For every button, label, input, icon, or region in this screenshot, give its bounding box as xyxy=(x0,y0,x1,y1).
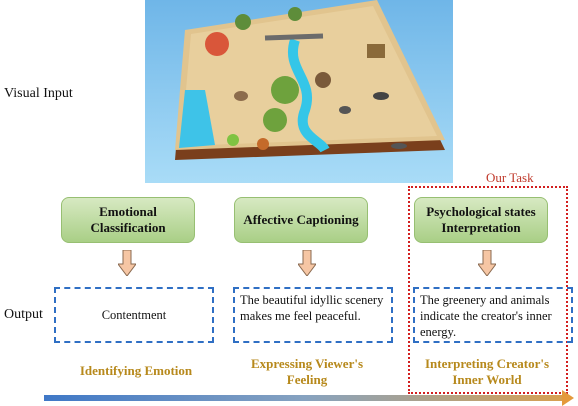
caption-identifying-emotion: Identifying Emotion xyxy=(79,363,193,378)
task-box-affective-captioning: Affective Captioning xyxy=(234,197,368,243)
our-task-label: Our Task xyxy=(486,170,534,185)
output-text: The greenery and animals indicate the cr… xyxy=(420,293,552,339)
progression-arrow-head-icon xyxy=(562,390,574,406)
down-arrow-icon xyxy=(478,250,496,276)
task-box-emotional-classification: Emotional Classification xyxy=(61,197,195,243)
visual-input-label: Visual Input xyxy=(4,86,73,101)
caption-interpreting-creators-inner-world: Interpreting Creator's Inner World xyxy=(424,356,550,387)
caption-expressing-viewers-feeling: Expressing Viewer's Feeling xyxy=(250,356,364,387)
our-task-frame xyxy=(408,186,568,394)
output-box-psychological-states: The greenery and animals indicate the cr… xyxy=(413,287,573,343)
task-title: Psychological states Interpretation xyxy=(426,204,536,235)
progression-arrow-bar xyxy=(44,395,564,401)
sandtray-scene-image xyxy=(145,0,453,183)
task-title: Affective Captioning xyxy=(243,212,359,227)
output-text: Contentment xyxy=(101,308,167,322)
down-arrow-icon xyxy=(118,250,136,276)
output-text: The beautiful idyllic scenery makes me f… xyxy=(240,293,384,323)
output-box-affective-captioning: The beautiful idyllic scenery makes me f… xyxy=(233,287,393,343)
output-label: Output xyxy=(4,307,43,322)
task-title: Emotional Classification xyxy=(90,204,166,235)
task-box-psychological-states-interpretation: Psychological states Interpretation xyxy=(414,197,548,243)
output-box-emotional-classification: Contentment xyxy=(54,287,214,343)
down-arrow-icon xyxy=(298,250,316,276)
